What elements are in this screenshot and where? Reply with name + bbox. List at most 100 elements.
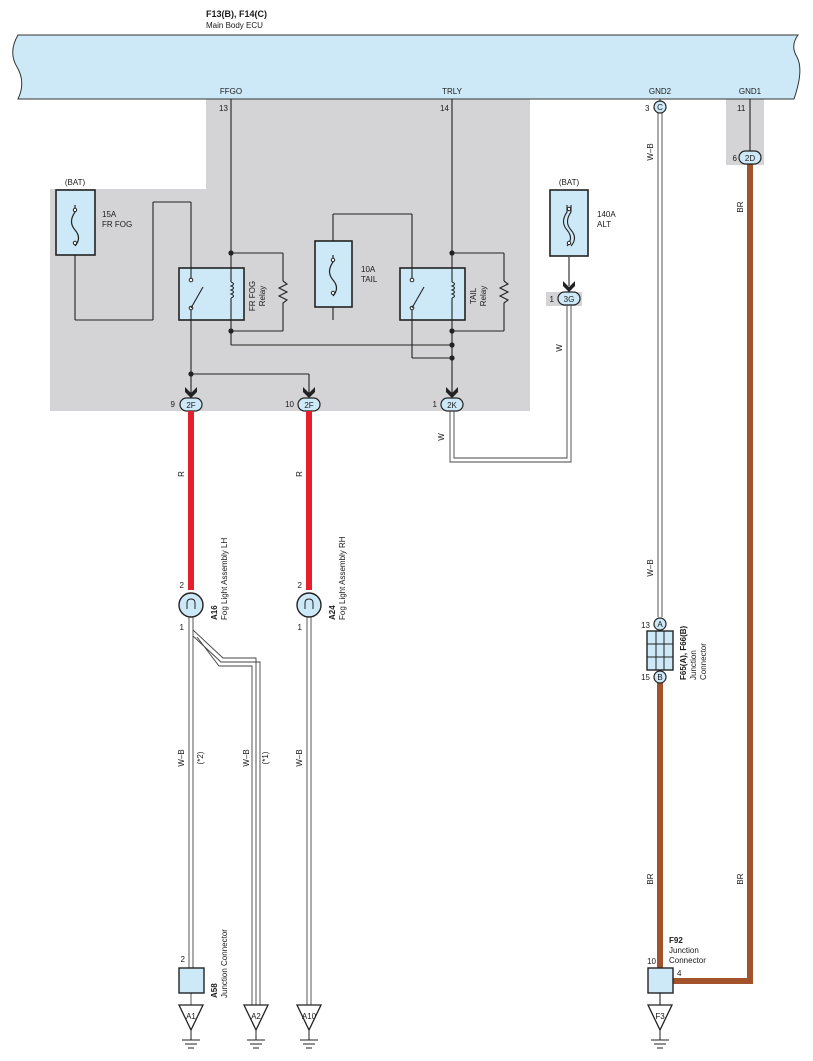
connector-2f-b-label: 2F: [304, 401, 313, 410]
junction-f92: F92 Junction Connector 10 4: [647, 936, 706, 1005]
junction-f65-code: F65(A), F66(B): [679, 625, 688, 680]
connector-2f-a-label: 2F: [186, 401, 195, 410]
ground-a10: A10: [295, 1004, 323, 1049]
wire-color-br-3: BR: [646, 873, 655, 884]
fog-light-rh-code: A24: [328, 605, 337, 620]
junction-f65-conn-a: A: [657, 620, 663, 629]
ecu-title: F13(B), F14(C): [206, 9, 267, 19]
junction-f65-pin-b: 15: [641, 673, 650, 682]
ground-a1-label: A1: [186, 1012, 196, 1021]
fuse-alt: (BAT) 140A ALT: [549, 178, 616, 257]
wire-wb-gnd2: [657, 113, 663, 617]
junction-f65-conn-b: B: [657, 673, 662, 682]
connector-3g: 1 3G: [550, 291, 581, 306]
wire-color-wb-3: W–B: [295, 749, 304, 766]
ecu-subtitle: Main Body ECU: [206, 21, 263, 30]
fuse-fr-fog-name: FR FOG: [102, 220, 132, 229]
wire-color-r-2: R: [295, 471, 304, 477]
wire-color-br-2: BR: [736, 873, 745, 884]
relay-tail-line1: TAIL: [469, 287, 478, 304]
bat-label-2: (BAT): [559, 178, 580, 187]
fog-light-rh-pin-top: 2: [298, 581, 303, 590]
connector-2k-label: 2K: [447, 401, 457, 410]
fuse-fr-fog: (BAT) 15A FR FOG: [55, 178, 132, 256]
wire-color-wb-2: W–B: [242, 749, 251, 766]
junction-f65-pin-a: 13: [641, 621, 650, 630]
junction-a58-name: Junction Connector: [220, 929, 229, 998]
note-star1: (*1): [261, 751, 270, 764]
ground-a10-label: A10: [302, 1012, 317, 1021]
wire-color-br-1: BR: [736, 201, 745, 212]
fog-light-lh-pin-bottom: 1: [180, 623, 185, 632]
junction-f65-line2: Connector: [699, 643, 708, 680]
connector-2d-pin: 6: [733, 154, 738, 163]
wire-color-wb-5: W–B: [646, 559, 655, 576]
junction-f92-line1: Junction: [669, 946, 699, 955]
relay-fr-fog-line2: Relay: [258, 286, 267, 306]
connector-2k-pin: 1: [433, 400, 438, 409]
bat-label-1: (BAT): [65, 178, 86, 187]
connector-2f-b: 10 2F: [285, 397, 321, 412]
ground-a1: A1: [177, 1004, 205, 1049]
junction-f65-line1: Junction: [689, 650, 698, 680]
connector-3g-pin: 1: [550, 295, 555, 304]
relay-tail: TAIL Relay: [399, 267, 488, 321]
ground-f3-label: F3: [655, 1012, 665, 1021]
fog-light-lh-name: Fog Light Assembly LH: [220, 538, 229, 620]
ground-a2: A2: [242, 1004, 270, 1049]
pin-trly-number: 14: [440, 104, 449, 113]
relay-tail-line2: Relay: [479, 286, 488, 306]
main-body-ecu: F13(B), F14(C) Main Body ECU FFGO TRLY G…: [12, 9, 801, 100]
ground-f3: F3: [646, 1004, 674, 1049]
junction-f92-code: F92: [669, 936, 683, 945]
pin-gnd2-number: 3: [645, 104, 650, 113]
fuse-tail-rating: 10A: [361, 265, 376, 274]
fog-light-lh: 2 1 A16 Fog Light Assembly LH: [178, 538, 229, 632]
junction-f92-line2: Connector: [669, 956, 706, 965]
fuse-alt-name: ALT: [597, 220, 611, 229]
fuse-tail-name: TAIL: [361, 275, 378, 284]
fog-light-rh-pin-bottom: 1: [298, 623, 303, 632]
wire-red: [188, 411, 312, 590]
junction-a58: 2 A58 Junction Connector: [178, 929, 229, 998]
resistor-tail: [498, 280, 510, 307]
connector-2d: 6 2D: [733, 99, 762, 165]
connector-3g-label: 3G: [564, 295, 575, 304]
pin-gnd1-name: GND1: [739, 87, 762, 96]
wire-color-wb-1: W–B: [177, 749, 186, 766]
wire-white: [449, 305, 572, 463]
pin-ffgo-number: 13: [219, 104, 228, 113]
connector-2k: 1 2K: [433, 397, 464, 412]
wire-color-w-2: W: [437, 433, 446, 441]
relay-fr-fog: FR FOG Relay: [178, 267, 267, 321]
pin-trly-name: TRLY: [442, 87, 463, 96]
fog-light-lh-code: A16: [210, 605, 219, 620]
pin-ffgo-name: FFGO: [220, 87, 242, 96]
wire-wb-left: [188, 617, 312, 1005]
relay-fr-fog-line1: FR FOG: [248, 281, 257, 311]
fog-light-rh: 2 1 A24 Fog Light Assembly RH: [296, 536, 347, 632]
wire-color-w-1: W: [555, 344, 564, 352]
connector-2d-label: 2D: [745, 154, 755, 163]
note-star2: (*2): [196, 751, 205, 764]
shaded-block: [50, 99, 764, 411]
wires-internal: [74, 99, 570, 396]
fog-light-lh-pin-top: 2: [180, 581, 185, 590]
connector-2f-a-pin: 9: [171, 400, 176, 409]
ground-a2-label: A2: [251, 1012, 261, 1021]
junction-f65: 13 A B 15 F65(A), F66(B) Junction Connec…: [641, 617, 708, 684]
resistor-fr-fog: [277, 280, 289, 307]
junction-a58-pin: 2: [181, 955, 186, 964]
pin-gnd1-number: 11: [737, 104, 746, 113]
wire-brown: [657, 164, 753, 984]
fuse-fr-fog-rating: 15A: [102, 210, 117, 219]
wire-color-wb-4: W–B: [646, 143, 655, 160]
connector-gnd2-c-label: C: [657, 103, 663, 112]
junction-a58-code: A58: [210, 983, 219, 998]
wire-color-r-1: R: [177, 471, 186, 477]
junction-f92-pin-right: 4: [677, 969, 682, 978]
pin-gnd2-name: GND2: [649, 87, 672, 96]
fuse-tail: 10A TAIL: [314, 240, 378, 308]
connector-2f-b-pin: 10: [285, 400, 294, 409]
